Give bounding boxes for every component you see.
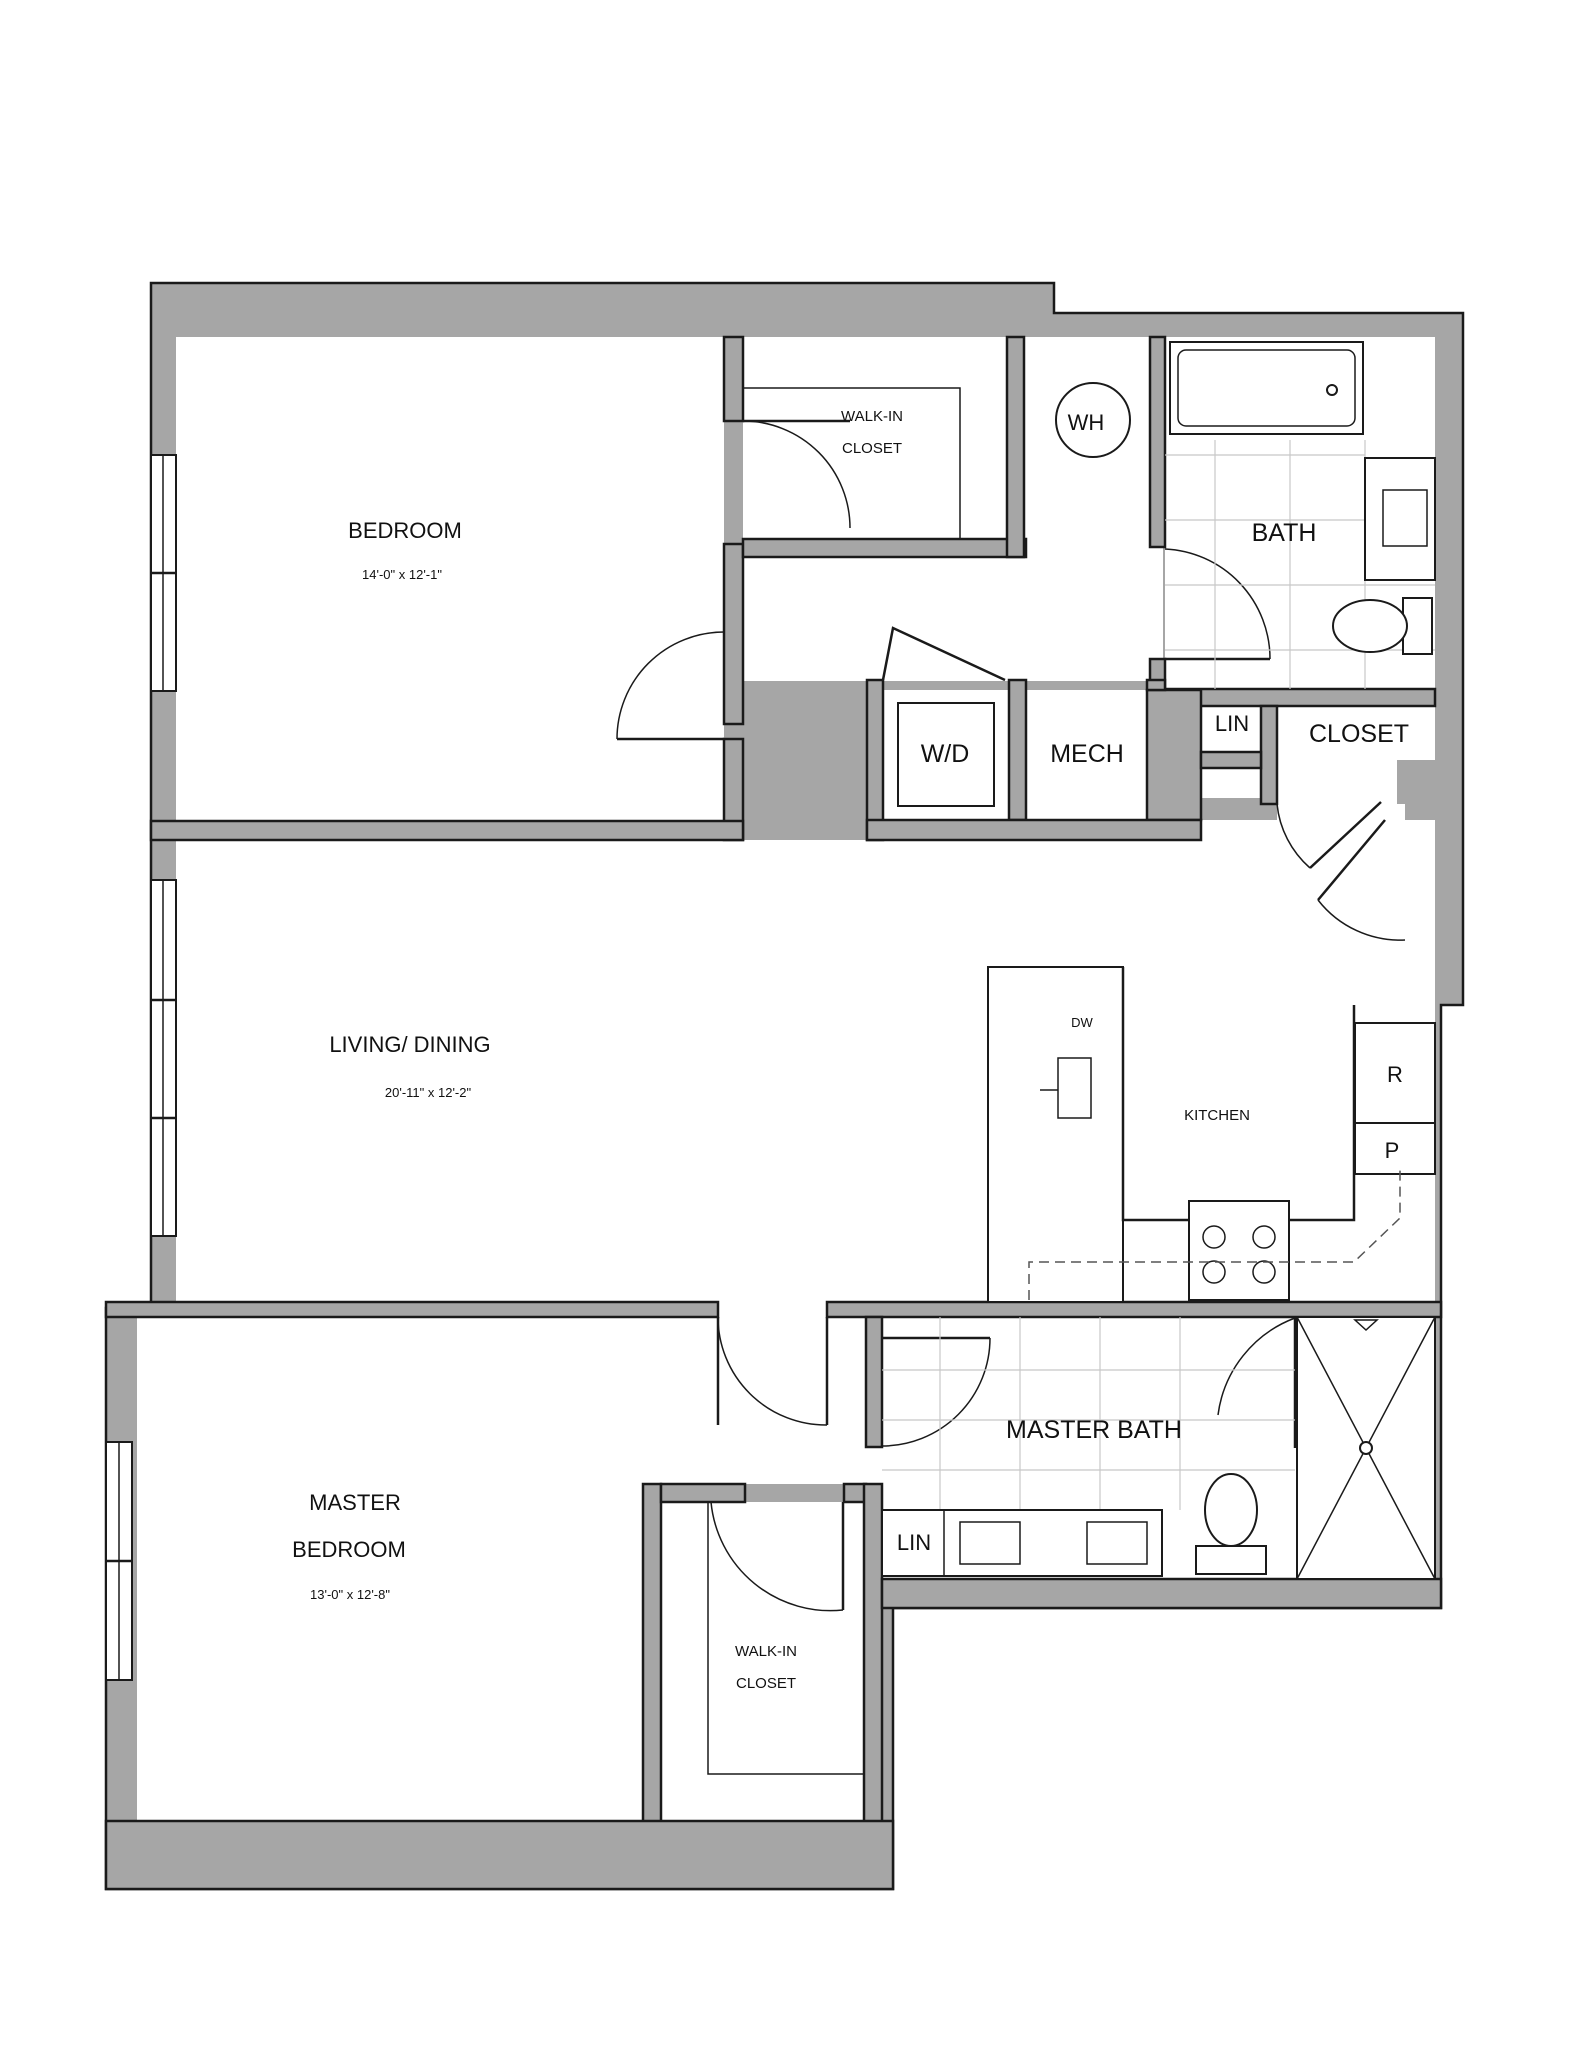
master-bedroom-dims: 13'-0" x 12'-8" [310, 1587, 390, 1602]
master-bedroom-label-2: BEDROOM [292, 1537, 406, 1562]
fixtures [881, 341, 1436, 1580]
lin-2-label: LIN [897, 1530, 931, 1555]
wh-label: WH [1068, 410, 1105, 435]
water-heater-icon [1055, 382, 1131, 458]
refrigerator-icon [1354, 1022, 1436, 1124]
walkin-closet-2-label-2: CLOSET [736, 1675, 796, 1692]
walkin-closet-1-label-1: WALK-IN [841, 408, 903, 425]
master-vanity-icon [881, 1509, 1163, 1577]
bath-label: BATH [1252, 519, 1317, 547]
master-sink-1-icon [959, 1521, 1021, 1565]
kitchen-sink-icon [1057, 1057, 1092, 1119]
dw-label: DW [1071, 1015, 1093, 1030]
room-fills [137, 337, 1435, 1821]
living-dining-dims: 20'-11" x 12'-2" [385, 1085, 472, 1100]
closet-label: CLOSET [1309, 720, 1409, 748]
pantry-label: P [1385, 1138, 1400, 1163]
master-toilet-icon [1195, 1473, 1267, 1575]
bath-toilet-icon [1332, 597, 1433, 655]
lin-1-label: LIN [1215, 711, 1249, 736]
master-bath-label: MASTER BATH [1006, 1416, 1182, 1444]
shower-icon [1296, 1316, 1436, 1580]
walkin-closet-2-label-1: WALK-IN [735, 1643, 797, 1660]
doors [616, 419, 1406, 1612]
bedroom-dims: 14'-0" x 12'-1" [362, 567, 442, 582]
bath-sink-icon [1364, 457, 1436, 581]
bedroom-label: BEDROOM [348, 518, 462, 543]
walkin-closet-1-label-2: CLOSET [842, 440, 902, 457]
windows [105, 454, 177, 1681]
room-labels: BEDROOM 14'-0" x 12'-1" WALK-IN CLOSET W… [292, 408, 1409, 1692]
kitchen-island-icon [987, 966, 1124, 1303]
bath-tiles [882, 440, 1435, 1510]
range-icon [1188, 1200, 1290, 1301]
master-bedroom-label-1: MASTER [309, 1490, 401, 1515]
master-sink-2-icon [1086, 1521, 1148, 1565]
closet-shelves [707, 387, 961, 1775]
pantry-icon [1354, 1122, 1436, 1175]
interior-walls [104, 335, 1443, 1891]
kitchen-label: KITCHEN [1184, 1107, 1250, 1124]
living-dining-label: LIVING/ DINING [329, 1032, 490, 1057]
mech-label: MECH [1050, 740, 1124, 768]
washer-dryer-icon [897, 702, 995, 807]
refrigerator-label: R [1387, 1062, 1403, 1087]
wd-label: W/D [921, 740, 970, 768]
